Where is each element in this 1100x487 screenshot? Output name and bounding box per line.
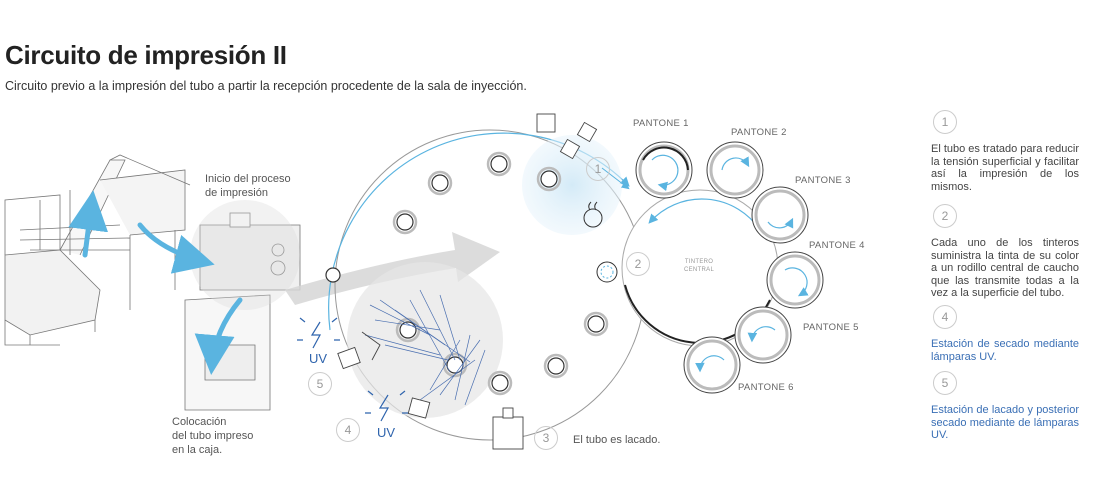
transfer-arrow — [285, 232, 500, 305]
lacquer-station — [492, 407, 524, 450]
legend-1-text: El tubo es tratado para reducir la tensi… — [931, 143, 1079, 193]
legend-2-text: Cada uno de los tinteros suministra la t… — [931, 237, 1079, 299]
flow-arrows-machine — [68, 190, 243, 375]
lacquer-label: El tubo es lacado. — [573, 434, 661, 446]
uv-zone — [347, 262, 503, 418]
step-1-marker: 1 — [586, 157, 610, 181]
step-2-marker: 2 — [626, 252, 650, 276]
pantone-5-label: PANTONE 5 — [803, 322, 859, 333]
start-process-label: Inicio del proceso de impresión — [205, 173, 291, 199]
step-3-marker: 3 — [534, 426, 558, 450]
legend-5-number: 5 — [933, 371, 957, 395]
legend-1-number: 1 — [933, 110, 957, 134]
legend-4-text: Estación de secado mediante lámparas UV. — [931, 338, 1079, 363]
treatment-station — [536, 113, 598, 160]
uv-icon-2 — [365, 390, 408, 422]
page-title: Circuito de impresión II — [5, 40, 287, 70]
step-5-marker: 5 — [308, 372, 332, 396]
legend-2-number: 2 — [933, 204, 957, 228]
pantone-2-label: PANTONE 2 — [731, 127, 787, 138]
uv-label-1: UV — [309, 351, 328, 366]
page-subtitle: Circuito previo a la impresión del tubo … — [5, 79, 527, 93]
pantone-6-label: PANTONE 6 — [738, 382, 794, 393]
start-zone-highlight — [190, 200, 300, 310]
step-4-marker: 4 — [336, 418, 360, 442]
pantone-3-label: PANTONE 3 — [795, 175, 851, 186]
uv-lamps — [337, 331, 431, 419]
uv-icon-1 — [297, 317, 340, 349]
small-transfer-roller — [596, 261, 618, 283]
pantone-rollers — [635, 141, 824, 394]
central-roller-label: TINTERO CENTRAL — [684, 259, 715, 273]
legend-5-text: Estación de lacado y posterior secado me… — [931, 404, 1079, 441]
pantone-4-label: PANTONE 4 — [809, 240, 865, 251]
flame-icon — [583, 201, 603, 228]
uv-label-2: UV — [377, 425, 396, 440]
legend-4-number: 4 — [933, 305, 957, 329]
wheel-mandrels — [325, 155, 605, 392]
box-placement-label: Colocación del tubo impreso en la caja. — [172, 416, 254, 456]
pantone-1-label: PANTONE 1 — [633, 118, 689, 129]
pantone-rotation-arrows — [651, 154, 809, 373]
uv-rays — [364, 289, 486, 406]
